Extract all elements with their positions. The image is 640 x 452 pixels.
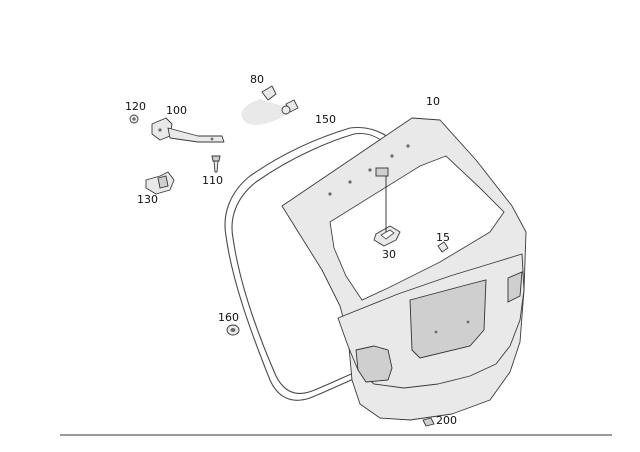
callout-110[interactable]: 110 — [202, 174, 223, 187]
part-110-screw[interactable] — [211, 155, 221, 173]
part-200-clip[interactable] — [422, 417, 435, 427]
callout-10[interactable]: 10 — [426, 95, 440, 108]
callout-200[interactable]: 200 — [436, 414, 457, 427]
callout-150[interactable]: 150 — [315, 113, 336, 126]
callout-15[interactable]: 15 — [436, 231, 450, 244]
part-80-wiring-harness[interactable] — [241, 85, 299, 125]
callout-130[interactable]: 130 — [137, 193, 158, 206]
part-10-tailgate[interactable] — [281, 117, 527, 421]
part-15-nut[interactable] — [437, 241, 449, 253]
callout-80[interactable]: 80 — [250, 73, 264, 86]
callout-160[interactable]: 160 — [218, 311, 239, 324]
part-30-clip[interactable] — [373, 225, 401, 247]
part-120-grommet[interactable] — [129, 114, 139, 124]
part-160-grommet[interactable] — [226, 324, 240, 336]
part-100-hinge[interactable] — [151, 117, 225, 143]
part-150-seal[interactable] — [224, 126, 429, 401]
callout-100[interactable]: 100 — [166, 104, 187, 117]
callout-120[interactable]: 120 — [125, 100, 146, 113]
callout-30[interactable]: 30 — [382, 248, 396, 261]
part-130-latch[interactable] — [145, 171, 175, 195]
